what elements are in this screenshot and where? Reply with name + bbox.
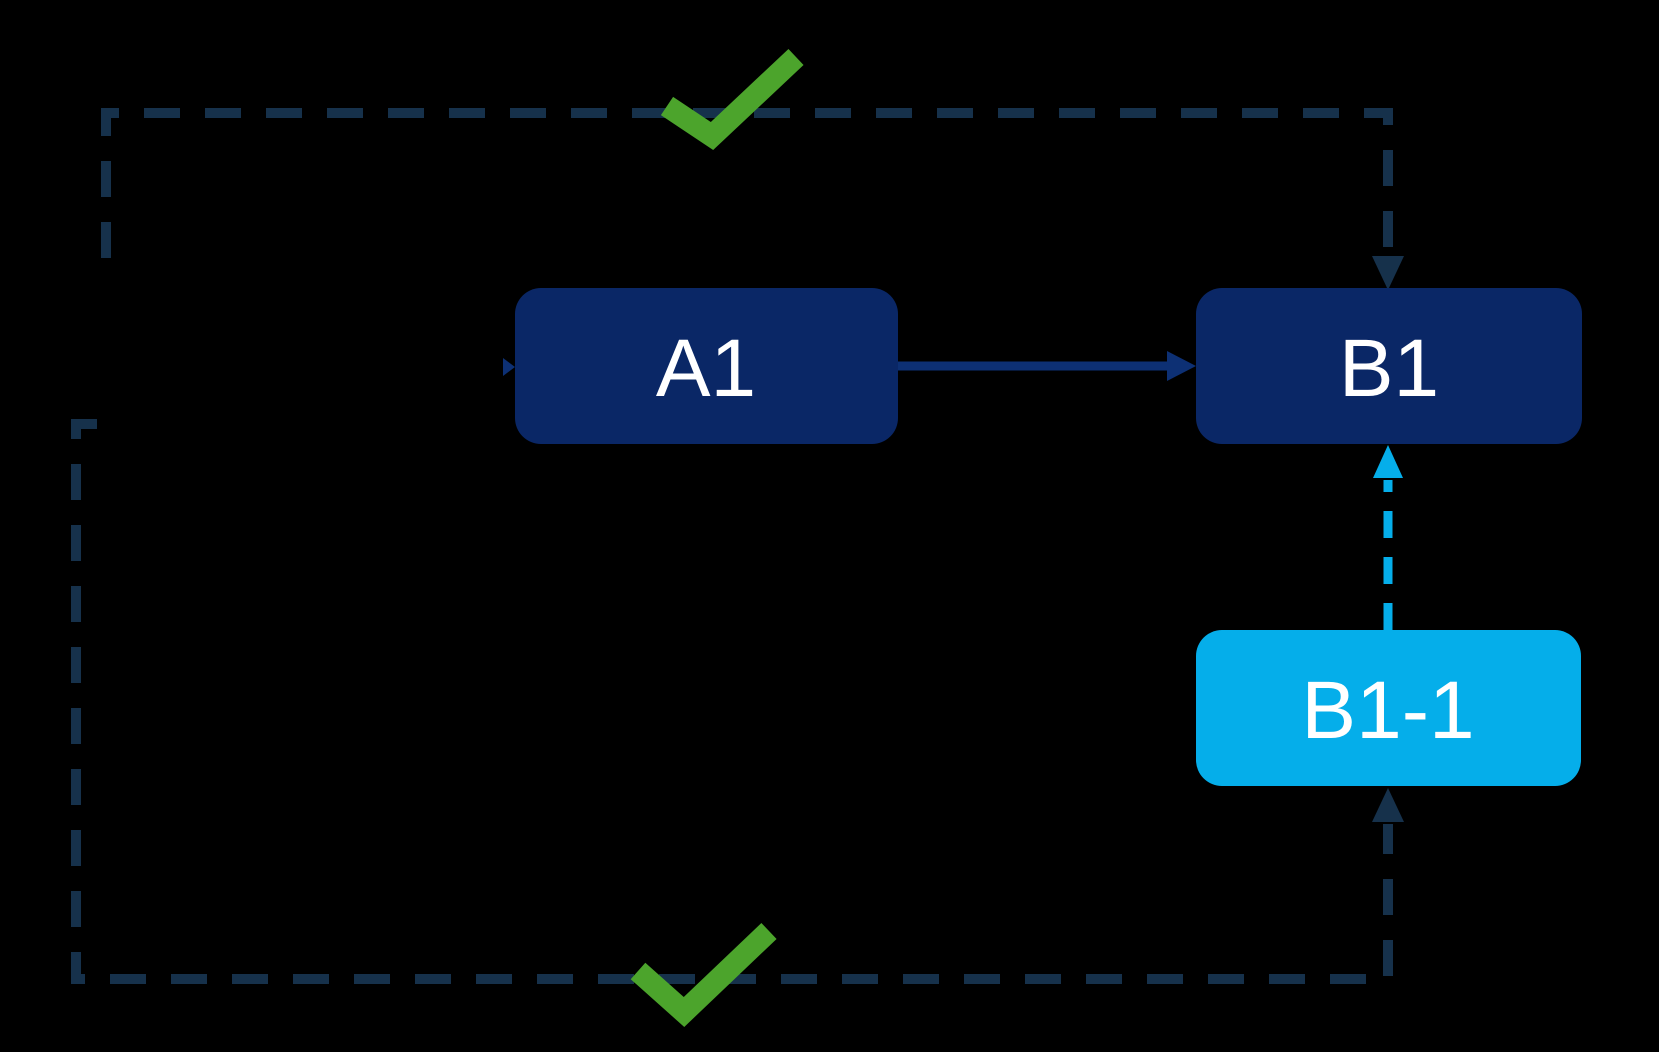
node-b1-label: B1 [1339, 323, 1439, 414]
arrowhead-icon [1167, 351, 1196, 381]
arrowhead-icon [1373, 445, 1403, 478]
checkmark-icon [630, 923, 777, 1027]
node-a1 [515, 288, 898, 444]
arrowhead-icon [1372, 256, 1404, 290]
node-b1-1-label: B1-1 [1301, 665, 1474, 756]
node-a1-label: A1 [656, 323, 756, 414]
edge-loop-bottom [71, 419, 1393, 984]
node-b1-1 [1196, 630, 1581, 786]
arrowhead-icon [1372, 788, 1404, 822]
checkmark-icon [660, 48, 804, 151]
edge-loop-top [101, 108, 1393, 258]
arrowhead-icon [503, 358, 515, 376]
node-b1 [1196, 288, 1582, 444]
